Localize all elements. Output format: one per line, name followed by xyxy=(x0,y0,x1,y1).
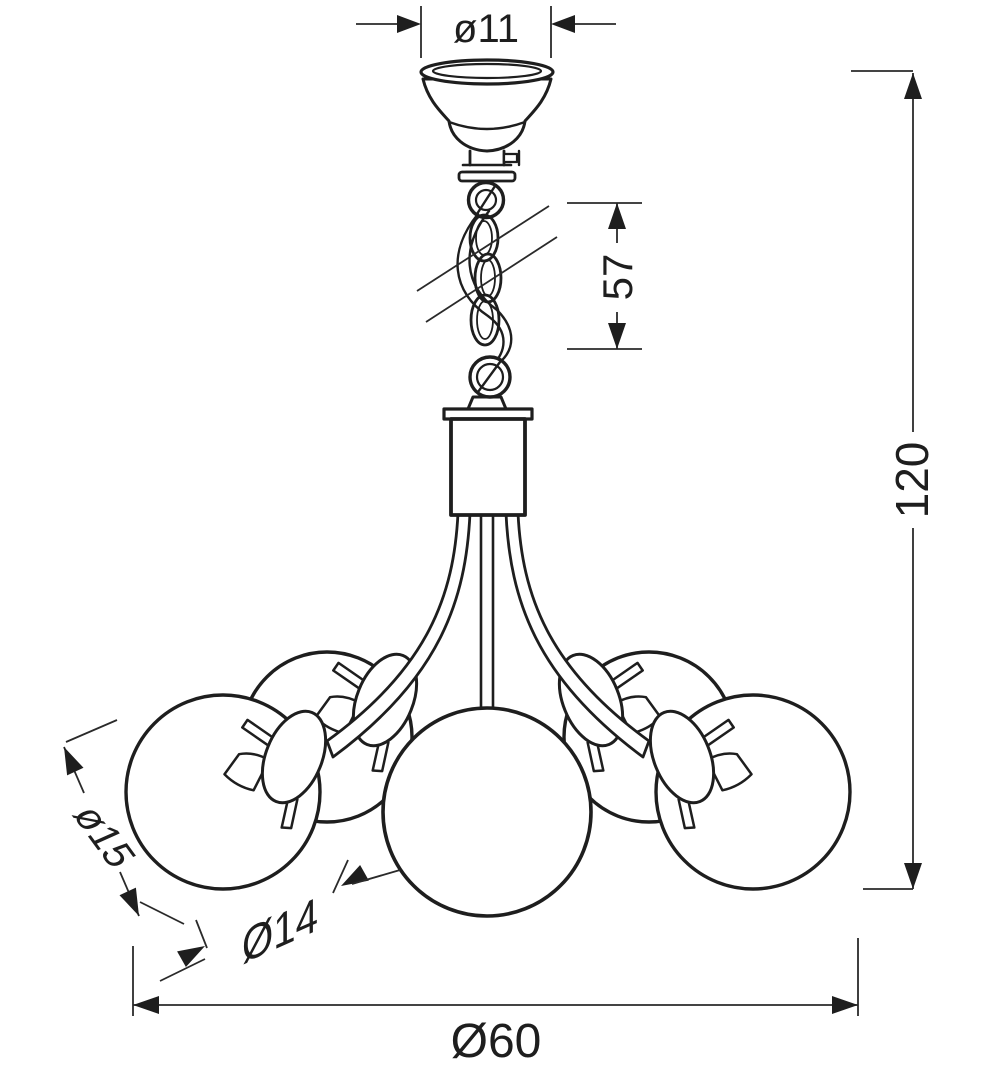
arrowhead xyxy=(904,863,922,889)
dim-label-overall-width: Ø60 xyxy=(451,1015,542,1068)
center-rod xyxy=(479,511,495,717)
arrowhead xyxy=(119,887,139,916)
arrowhead xyxy=(904,73,922,99)
dim-overall-height: 120 xyxy=(851,70,938,890)
power-cord xyxy=(468,209,513,364)
arrowhead xyxy=(608,323,626,349)
right-arm xyxy=(504,511,651,759)
lower-left-socket xyxy=(223,709,328,830)
center-globe xyxy=(381,706,593,918)
lower-right-socket xyxy=(648,709,753,830)
dim-chain-length: 57 xyxy=(567,202,642,350)
arrowhead xyxy=(177,946,205,967)
arrowhead xyxy=(64,747,84,776)
suspension-chain xyxy=(456,180,513,399)
dim-label-center-globe-diameter: Ø14 xyxy=(242,886,318,974)
arrowhead xyxy=(832,996,858,1014)
left-arm xyxy=(325,511,472,759)
arrowhead xyxy=(608,203,626,229)
power-cord xyxy=(456,212,505,368)
dim-canopy-diameter: ø11 xyxy=(356,6,616,58)
arrowhead xyxy=(133,996,159,1014)
hub-body xyxy=(442,395,534,517)
chain-break-marks xyxy=(416,205,558,323)
screw-knob xyxy=(502,152,519,164)
dim-overall-width: Ø60 xyxy=(132,938,859,1068)
dim-label-canopy-diameter: ø11 xyxy=(453,7,519,51)
dim-label-chain-length: 57 xyxy=(594,254,641,301)
chain-link xyxy=(469,293,501,347)
dim-label-overall-height: 120 xyxy=(886,442,938,519)
arrowhead xyxy=(397,15,421,33)
arrowhead xyxy=(551,15,575,33)
ceiling-canopy xyxy=(419,58,555,183)
